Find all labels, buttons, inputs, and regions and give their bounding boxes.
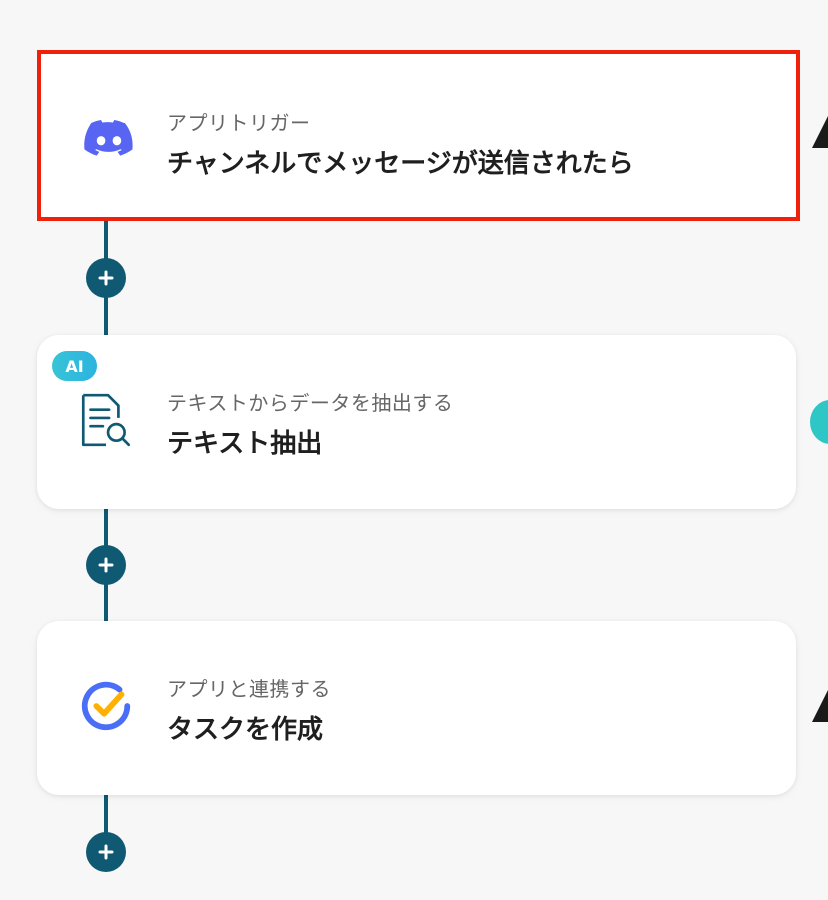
step-title: チャンネルでメッセージが送信されたら bbox=[167, 149, 634, 179]
discord-icon bbox=[84, 120, 133, 156]
add-step-button-3[interactable] bbox=[86, 832, 126, 872]
add-step-button-2[interactable] bbox=[86, 545, 126, 585]
flow-step-trigger[interactable]: アプリトリガー チャンネルでメッセージが送信されたら bbox=[37, 50, 800, 221]
ticktick-check-icon bbox=[81, 681, 131, 731]
plus-icon bbox=[98, 844, 114, 860]
step-subtitle: アプリと連携する bbox=[167, 677, 331, 701]
step-title: テキスト抽出 bbox=[167, 429, 323, 459]
warning-icon bbox=[812, 690, 828, 722]
step-subtitle: テキストからデータを抽出する bbox=[167, 391, 454, 415]
plus-icon bbox=[98, 270, 114, 286]
plus-icon bbox=[98, 557, 114, 573]
flow-step-create-task[interactable]: アプリと連携する タスクを作成 bbox=[37, 621, 796, 795]
document-search-icon bbox=[81, 393, 131, 447]
connector-line-3 bbox=[104, 795, 108, 855]
add-step-button-1[interactable] bbox=[86, 258, 126, 298]
step-subtitle: アプリトリガー bbox=[167, 111, 311, 135]
step-title: タスクを作成 bbox=[167, 715, 324, 745]
ai-badge: AI bbox=[52, 351, 97, 381]
warning-icon bbox=[812, 116, 828, 148]
status-indicator bbox=[810, 400, 828, 444]
flow-step-text-extraction[interactable]: テキストからデータを抽出する テキスト抽出 bbox=[37, 335, 796, 509]
